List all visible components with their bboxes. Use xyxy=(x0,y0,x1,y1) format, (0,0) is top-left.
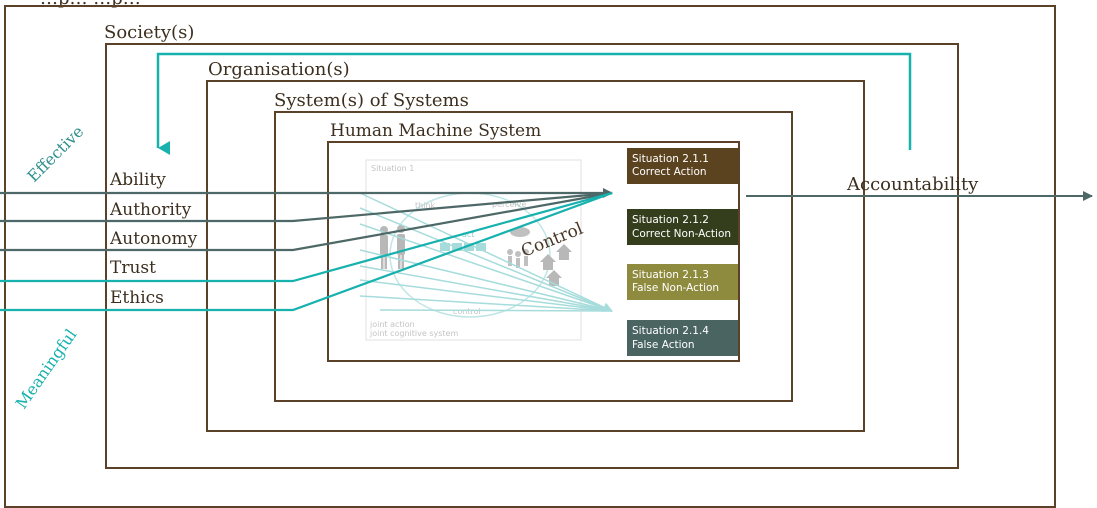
society-box xyxy=(105,43,959,469)
situation-3-desc: False Non-Action xyxy=(632,282,719,294)
meaningful-label: Meaningful xyxy=(12,325,81,412)
authority-line xyxy=(0,191,613,223)
situation-2-title: Situation 2.1.2 xyxy=(632,214,709,226)
figure-think-label: think xyxy=(415,201,436,210)
hms-box xyxy=(327,141,740,362)
figure-act-label: act xyxy=(462,230,474,239)
organisation-box xyxy=(206,80,865,432)
situation-4-title: Situation 2.1.4 xyxy=(632,325,709,337)
society-label: Society(s) xyxy=(104,22,194,43)
input-authority: Authority xyxy=(109,200,192,220)
outer-frame xyxy=(4,5,1056,508)
feedback-loop-arrow xyxy=(156,52,912,155)
situation-box-4: Situation 2.1.4 False Action xyxy=(627,320,738,356)
hms-label: Human Machine System xyxy=(330,121,541,141)
situation-2-bg xyxy=(627,209,738,245)
effective-label: Effective xyxy=(23,122,87,186)
organisation-label: Organisation(s) xyxy=(208,59,350,80)
figure-situation-label: Situation 1 xyxy=(371,164,414,173)
situation-1-title: Situation 2.1.1 xyxy=(632,153,709,165)
situation-3-bg xyxy=(627,264,738,300)
situation-1-bg xyxy=(627,148,738,184)
trust-line xyxy=(0,191,613,283)
figure-control-label: control xyxy=(453,307,481,316)
houses-icon xyxy=(540,244,572,286)
autonomy-line xyxy=(0,191,613,252)
systems-box xyxy=(274,111,793,402)
input-lines-teal xyxy=(0,191,613,312)
top-title-partial: …p… …p… xyxy=(40,0,141,9)
input-trust: Trust xyxy=(110,258,156,278)
situation-3-title: Situation 2.1.3 xyxy=(632,269,709,281)
faint-fan-lines xyxy=(359,192,613,312)
situation-box-2: Situation 2.1.2 Correct Non-Action xyxy=(627,209,738,245)
figure-joint-action-label: joint action xyxy=(369,320,415,329)
systems-label: System(s) of Systems xyxy=(274,90,469,111)
situation-box-1: Situation 2.1.1 Correct Action xyxy=(627,148,738,184)
ethics-line xyxy=(0,191,613,312)
situation-4-bg xyxy=(627,320,738,356)
figure-joint-cognitive-label: joint cognitive system xyxy=(369,329,458,338)
input-ethics: Ethics xyxy=(110,288,164,308)
input-autonomy: Autonomy xyxy=(109,229,198,249)
situation-box-3: Situation 2.1.3 False Non-Action xyxy=(627,264,738,300)
input-lines-grey xyxy=(0,188,613,252)
input-ability: Ability xyxy=(109,170,166,190)
situation-1-desc: Correct Action xyxy=(632,166,707,178)
accountability-label: Accountability xyxy=(846,174,979,195)
situation-4-desc: False Action xyxy=(632,339,695,351)
situation-2-desc: Correct Non-Action xyxy=(632,228,731,240)
figure-perceive-label: perceive xyxy=(492,200,526,209)
